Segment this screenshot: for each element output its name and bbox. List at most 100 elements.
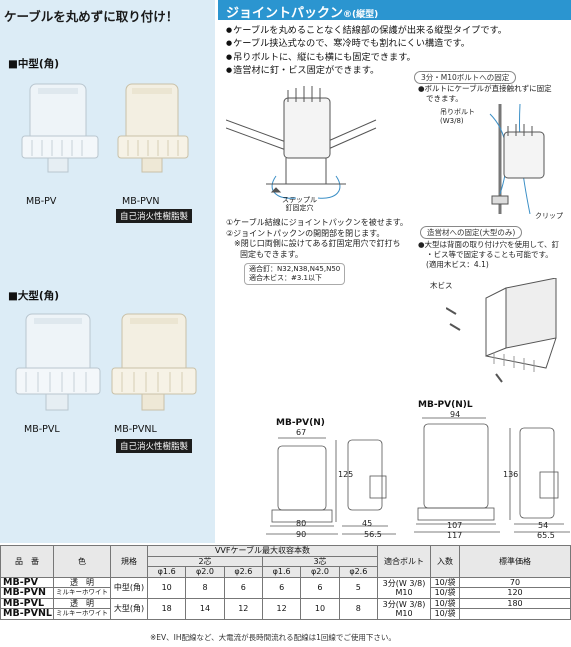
dim-117: 117 <box>447 531 463 540</box>
bolt-label-2: (W3/8) <box>440 117 464 125</box>
staple-line1: ステップル <box>282 196 317 204</box>
cell-bolt: 3分(W 3/8)M10 <box>377 576 431 599</box>
dim-45: 45 <box>362 519 373 528</box>
dim-125: 125 <box>338 470 354 479</box>
staple-label: ステップル釘固定穴 <box>282 196 317 212</box>
bolt-label: 吊りボルト(W3/8) <box>440 108 475 126</box>
table-row: MB-PV 透 明 中型(角) 10 8 6 6 6 5 3分(W 3/8)M1… <box>0 576 571 599</box>
tagline: ケーブルを丸めずに取り付け！ <box>4 9 179 24</box>
dim-80: 80 <box>296 519 307 528</box>
header-spec: 規格 <box>110 545 148 578</box>
cell-spec: 中型(角) <box>110 576 148 599</box>
feature-item: ケーブル挟込式なので、寒冷時でも割れにくい構造です。 <box>226 37 507 50</box>
cell-value: 10 <box>146 576 187 599</box>
wood-text-1: ●大型は背面の取り付け穴を使用して、釘 <box>418 240 559 249</box>
feature-item: 吊りボルトに、縦にも横にも固定できます。 <box>226 51 507 64</box>
medium-type-label: ■中型(角) <box>8 58 60 70</box>
header-2core: 2芯 <box>147 555 263 567</box>
cell-value: 18 <box>146 597 187 620</box>
cell-color: 透 明 <box>53 597 111 609</box>
dim-90: 90 <box>296 530 307 539</box>
step-2: ②ジョイントパックンの開閉部を閉じます。 <box>226 228 385 238</box>
cell-price: 120 <box>459 587 571 599</box>
header-price: 標準価格 <box>459 545 571 578</box>
drawing-title-pv-n-l: MB-PV(N)L <box>418 400 473 410</box>
mb-pvn-product-image <box>117 83 189 173</box>
header-d20: φ2.0 <box>185 566 225 578</box>
cell-value: 8 <box>338 597 379 620</box>
cell-value: 6 <box>261 576 302 599</box>
header-item: 品 番 <box>0 545 54 578</box>
bolt-text-1: ●ボルトにケーブルが直接触れずに固定 <box>418 84 552 93</box>
compatible-screw: 適合木ビス：#3.1以下 <box>249 274 322 282</box>
bolt-label-1: 吊りボルト <box>440 108 475 116</box>
header-d20: φ2.0 <box>300 566 340 578</box>
cell-bolt: 3分(W 3/8)M10 <box>377 597 431 620</box>
header-qty: 入数 <box>430 545 460 578</box>
table-row: MB-PVN ミルキーホワイト 10/袋 120 <box>0 587 571 599</box>
step-note-1: ※閉じ口両側に設けてある釘固定用穴で釘打ち <box>234 239 401 248</box>
mb-pvl-dimension-drawing <box>414 417 570 533</box>
dim-107: 107 <box>447 521 463 530</box>
cell-qty: 10/袋 <box>430 576 460 588</box>
title-bar <box>218 0 571 20</box>
page-title: ジョイントパックン®(縦型) <box>226 2 378 21</box>
cell-value: 8 <box>185 576 225 599</box>
cell-value: 12 <box>223 597 263 620</box>
cell-price: 70 <box>459 576 571 588</box>
cell-price: 180 <box>459 597 571 609</box>
step-note-2: 固定もできます。 <box>240 249 303 259</box>
dim-54: 54 <box>538 521 549 530</box>
bolt-text-2: できます。 <box>426 94 463 103</box>
mb-pvnl-product-image <box>111 313 197 411</box>
self-extinguishing-badge: 自己消火性樹脂製 <box>116 209 193 223</box>
cell-color: ミルキーホワイト <box>53 587 111 599</box>
mb-pv-product-image <box>21 83 99 173</box>
dim-136: 136 <box>503 470 519 479</box>
installation-illustration <box>226 86 377 199</box>
mb-pvl-product-image <box>15 313 101 411</box>
bolt-line2: M10 <box>395 608 413 618</box>
header-d16: φ1.6 <box>146 566 187 578</box>
compatible-nails: 適合釘：N32,N38,N45,N50 適合木ビス：#3.1以下 <box>244 263 346 285</box>
table-row: MB-PVL 透 明 大型(角) 18 14 12 12 10 8 3分(W 3… <box>0 597 571 620</box>
cell-spec: 大型(角) <box>110 597 148 620</box>
bolt-line1: 3分(W 3/8) <box>382 578 426 588</box>
spec-table: 品 番 色 規格 VVFケーブル最大収容本数 適合ボルト 入数 標準価格 2芯 … <box>0 545 571 620</box>
feature-item: 造営材に釘・ビス固定ができます。 <box>226 64 507 77</box>
registered-mark: ® <box>343 10 353 20</box>
header-3core: 3芯 <box>261 555 379 567</box>
cell-price <box>459 608 571 620</box>
cell-value: 6 <box>223 576 263 599</box>
dim-67: 67 <box>296 428 307 437</box>
dim-56-5: 56.5 <box>364 530 382 539</box>
feature-item: ケーブルを丸めることなく結線部の保護が出来る縦型タイプです。 <box>226 24 507 37</box>
bolt-line2: M10 <box>395 587 413 597</box>
bolt-fixing-box-title: 3分・M10ボルトへの固定 <box>414 71 517 84</box>
screw-label: 木ビス <box>430 281 453 290</box>
drawing-title-pv-n: MB-PV(N) <box>276 418 325 428</box>
step-1: ①ケーブル結線にジョイントパックンを被せます。 <box>226 218 408 227</box>
feature-list: ケーブルを丸めることなく結線部の保護が出来る縦型タイプです。 ケーブル挟込式なの… <box>226 24 507 77</box>
table-row: MB-PVNL ミルキーホワイト 10/袋 <box>0 608 571 620</box>
cell-value: 6 <box>300 576 340 599</box>
model-label-mb-pvnl: MB-PVNL <box>114 424 157 435</box>
wood-fixing-illustration <box>446 278 557 383</box>
self-extinguishing-badge-large: 自己消火性樹脂製 <box>116 439 193 453</box>
bolt-line1: 3分(W 3/8) <box>382 599 426 609</box>
cell-qty: 10/袋 <box>430 608 460 620</box>
cell-value: 12 <box>261 597 302 620</box>
wood-fixing-box-title: 造営材への固定(大型のみ) <box>420 226 523 239</box>
cell-qty: 10/袋 <box>430 587 460 599</box>
header-d26: φ2.6 <box>338 566 379 578</box>
wood-fixing-text: ●大型は背面の取り付け穴を使用して、釘 ・ビス等で固定することも可能です。 (適… <box>418 240 559 270</box>
header-color: 色 <box>53 545 111 578</box>
cell-qty: 10/袋 <box>430 597 460 609</box>
installation-steps: ①ケーブル結線にジョイントパックンを被せます。 ②ジョイントパックンの開閉部を閉… <box>226 218 408 260</box>
cell-item: MB-PVN <box>0 587 54 599</box>
header-bolt: 適合ボルト <box>377 545 431 578</box>
header-vvf: VVFケーブル最大収容本数 <box>147 545 378 557</box>
cell-item: MB-PVL <box>0 597 54 609</box>
cell-value: 14 <box>185 597 225 620</box>
mb-pv-dimension-drawing <box>266 437 396 535</box>
